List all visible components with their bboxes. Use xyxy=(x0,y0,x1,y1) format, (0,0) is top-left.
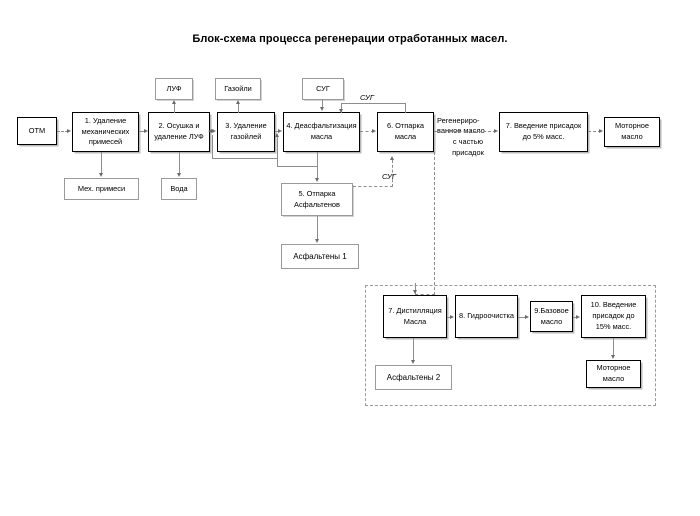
arrowhead-step7dist-to-asphaltenes2 xyxy=(410,360,415,364)
page-title: Блок-схема процесса регенерации отработа… xyxy=(192,33,508,45)
node-mechanical-impurities[interactable]: Мех. примеси xyxy=(64,178,139,200)
edge-lpg-upper-crossbar xyxy=(341,103,406,104)
edge-otm-to-step1 xyxy=(57,131,68,132)
node-step5-asphaltene-stripping[interactable]: 5. Отпарка Асфальтенов xyxy=(281,183,353,216)
edge-lpg-upper-riser xyxy=(405,103,406,113)
node-asphaltenes-1[interactable]: Асфальтены 1 xyxy=(281,244,359,269)
node-feed-otm[interactable]: ОТМ xyxy=(17,117,57,145)
node-step3-gasoil-removal[interactable]: 3. Удаление газойлей xyxy=(217,112,275,152)
arrowhead-step4-recycle xyxy=(274,133,279,137)
arrowhead-step5-to-asphaltenes1 xyxy=(314,239,319,243)
arrowhead-to-step7-distillation xyxy=(412,290,417,294)
arrowhead-step2-to-water xyxy=(176,173,181,177)
arrowhead-step3-to-step4 xyxy=(278,128,282,133)
node-step1-remove-mechanical-impurities[interactable]: 1. Удаление механических примесей xyxy=(72,112,139,152)
edge-step7dist-to-step8 xyxy=(447,317,452,318)
node-gasoils[interactable]: Газойли xyxy=(215,78,261,100)
arrowhead-step9-to-step10 xyxy=(576,314,580,319)
node-step10-additives-15pct[interactable]: 10. Введение присадок до 15% масс. xyxy=(581,295,646,338)
edge-step1-to-mech-impurities xyxy=(101,152,102,174)
node-step7-distillation[interactable]: 7. Дистилляция Масла xyxy=(383,295,447,338)
arrowhead-step2-to-luf xyxy=(171,100,176,104)
edge-lpg-lower-riser xyxy=(392,160,393,187)
node-step4-deasphalting[interactable]: 4. Деасфальтизация масла xyxy=(283,112,360,152)
node-step9-base-oil[interactable]: 9.Базовое масло xyxy=(530,301,573,332)
edge-step2-to-luf xyxy=(174,104,175,113)
node-asphaltenes-2[interactable]: Асфальтены 2 xyxy=(375,365,452,390)
node-step8-hydrotreating[interactable]: 8. Гидроочистка xyxy=(455,295,518,338)
edge-lpg-lower-from-step5 xyxy=(353,186,393,187)
node-step2-drying-luf-removal[interactable]: 2. Осушка и удаление ЛУФ xyxy=(148,112,210,152)
node-motor-oil-bottom[interactable]: Моторное масло xyxy=(586,360,641,388)
node-luf[interactable]: ЛУФ xyxy=(155,78,193,100)
edge-step6-to-step7-additives xyxy=(434,131,496,132)
edge-lpg-top-to-step4 xyxy=(322,100,323,108)
edge-step4-to-step5 xyxy=(317,152,318,179)
edge-step1-to-step2 xyxy=(139,131,145,132)
arrowhead-step10-to-motor-oil-bottom xyxy=(610,355,615,359)
edge-label-lpg-recycle-upper: СУГ xyxy=(359,93,375,102)
edge-step7-to-motor-oil-top xyxy=(588,131,601,132)
arrowhead-step8-to-step9 xyxy=(525,314,529,319)
edge-step3-to-step4 xyxy=(275,131,280,132)
edge-step3-recycle-bar xyxy=(212,158,278,159)
arrowhead-step2-to-step3 xyxy=(212,128,216,133)
edge-label-regenerated-oil-line3: с частью xyxy=(452,137,484,146)
edge-lower-branch-jog xyxy=(415,294,435,295)
edge-label-regenerated-oil-line4: присадок xyxy=(452,148,484,157)
node-motor-oil-top[interactable]: Моторное масло xyxy=(604,117,660,147)
edge-step8-to-step9 xyxy=(518,317,526,318)
edge-step10-to-motor-oil-bottom xyxy=(613,338,614,356)
arrowhead-step6-to-step7-additives xyxy=(494,128,498,133)
edge-step4-recycle-riser xyxy=(277,136,278,167)
edge-step4-recycle-bottom xyxy=(277,166,317,167)
node-lpg-top[interactable]: СУГ xyxy=(302,78,344,100)
arrowhead-step1-to-step2 xyxy=(144,128,148,133)
arrowhead-otm-to-step1 xyxy=(67,128,71,133)
node-step7-additives-5pct[interactable]: 7. Введение присадок до 5% масс. xyxy=(499,112,588,152)
arrowhead-step4-to-step5 xyxy=(314,178,319,182)
edge-step5-to-asphaltenes1 xyxy=(317,216,318,240)
arrowhead-step3-recycle xyxy=(208,128,212,133)
arrowhead-lpg-upper-to-step4 xyxy=(338,109,343,113)
arrowhead-step3-to-gasoils xyxy=(235,100,240,104)
edge-step6-drop-to-lower-branch xyxy=(434,152,435,295)
edge-lower-branch-stub xyxy=(415,283,416,294)
edge-label-regenerated-oil-line1: Регенериро- xyxy=(437,116,480,125)
edge-label-regenerated-oil-line2: ванное масло xyxy=(437,126,485,135)
arrowhead-lpg-top-to-step4 xyxy=(319,107,324,111)
arrowhead-step1-to-mech-impurities xyxy=(98,173,103,177)
edge-step7dist-to-asphaltenes2 xyxy=(413,338,414,360)
arrowhead-step4-to-step6 xyxy=(372,128,376,133)
lower-branch-group xyxy=(365,285,656,406)
edge-step9-to-step10 xyxy=(573,317,578,318)
edge-step3-recycle-riser xyxy=(212,135,213,159)
arrowhead-lpg-lower-riser xyxy=(389,156,394,160)
arrowhead-step7dist-to-step8 xyxy=(450,314,454,319)
arrowhead-step7-to-motor-oil-top xyxy=(599,128,603,133)
node-water[interactable]: Вода xyxy=(161,178,197,200)
edge-lpg-upper-downleg xyxy=(341,103,342,113)
edge-step3-to-gasoils xyxy=(238,104,239,113)
edge-label-lpg-recycle-lower: СУГ xyxy=(381,172,397,181)
edge-step4-to-step6 xyxy=(360,131,374,132)
edge-step2-to-water xyxy=(179,152,180,174)
node-step6-oil-stripping[interactable]: 6. Отпарка масла xyxy=(377,112,434,152)
